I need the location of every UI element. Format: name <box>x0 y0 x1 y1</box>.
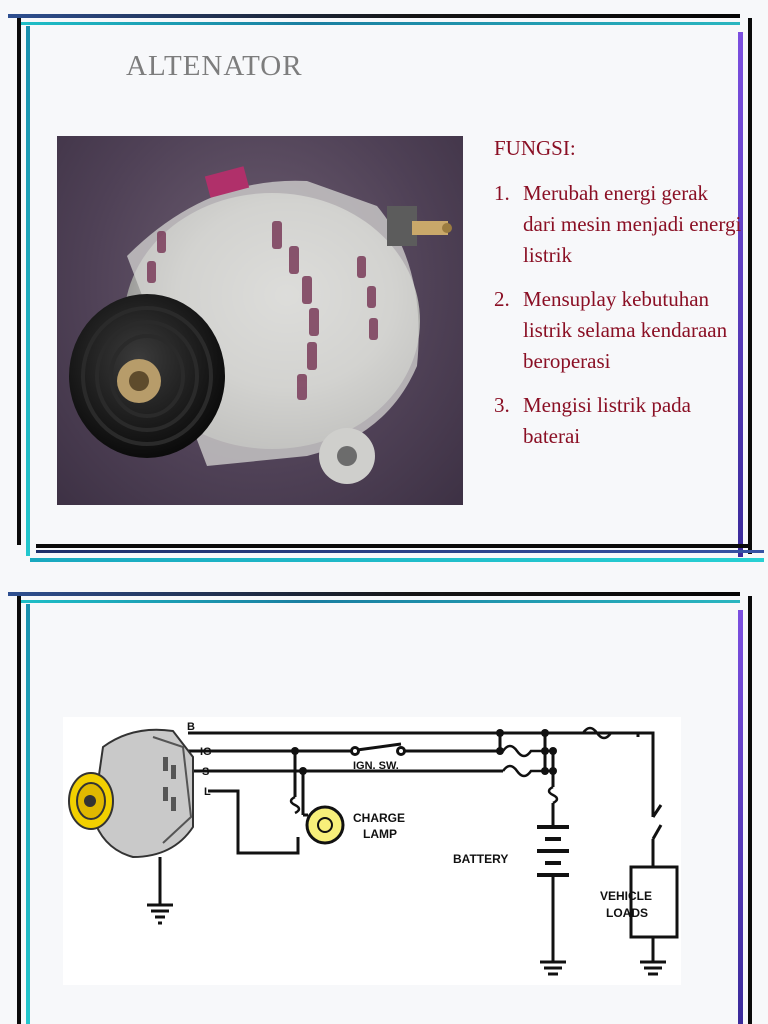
ign-sw-label: IGN. SW. <box>353 760 399 772</box>
list-item-number: 1. <box>494 181 510 205</box>
vehicle-label: VEHICLE <box>600 889 652 903</box>
battery-label: BATTERY <box>453 852 508 866</box>
slide1-frame-bottom-dark <box>36 544 748 548</box>
slide2-frame-left-teal <box>26 604 30 1024</box>
slide1-frame-bottom-teal <box>30 558 764 562</box>
terminal-ig-label: IG <box>200 746 212 758</box>
list-item-text: Mengisi listrik pada baterai <box>523 393 691 448</box>
alternator-image <box>69 166 452 484</box>
list-item: 3. Mengisi listrik pada baterai <box>494 390 744 452</box>
alternator-photo <box>57 136 463 505</box>
slide2-frame-top-dark <box>8 592 740 596</box>
lamp-label: LAMP <box>363 827 397 841</box>
slide1-frame-left-dark <box>17 18 21 545</box>
slide1-frame-right-dark <box>748 18 752 554</box>
slide1-frame-right-purple <box>738 32 743 557</box>
charging-circuit-diagram: B IG S L IGN. SW. CHARGE LAMP BATTERY VE… <box>63 717 681 985</box>
loads-label: LOADS <box>606 906 648 920</box>
list-item-text: Merubah energi gerak dari mesin menjadi … <box>523 181 742 267</box>
terminal-b-label: B <box>187 721 195 733</box>
alternator-icon <box>68 728 194 859</box>
slide2-frame-left-dark <box>17 596 21 1024</box>
list-item-number: 2. <box>494 287 510 311</box>
slide1-frame-bottom-navy <box>36 550 764 553</box>
slide-title: ALTENATOR <box>126 50 303 82</box>
slide2-frame-top-teal <box>18 600 740 603</box>
slide2-frame-right-purple <box>738 610 743 1024</box>
list-item: 1. Merubah energi gerak dari mesin menja… <box>494 178 744 271</box>
slide2-frame-right-dark <box>748 596 752 1024</box>
slide1-frame-left-teal <box>26 26 30 556</box>
list-item: 2. Mensuplay kebutuhan listrik selama ke… <box>494 284 744 377</box>
slide1-frame-top-dark <box>8 14 740 18</box>
list-item-number: 3. <box>494 393 510 417</box>
fungsi-heading: FUNGSI: <box>494 136 576 160</box>
terminal-l-label: L <box>204 786 211 798</box>
fungsi-list: 1. Merubah energi gerak dari mesin menja… <box>494 178 744 452</box>
fungsi-section: FUNGSI: 1. Merubah energi gerak dari mes… <box>494 133 744 465</box>
slide1-frame-top-teal <box>18 22 740 25</box>
circuit-svg: B IG S L IGN. SW. CHARGE LAMP BATTERY VE… <box>68 721 679 976</box>
terminal-s-label: S <box>202 766 209 778</box>
charge-label: CHARGE <box>353 811 405 825</box>
list-item-text: Mensuplay kebutuhan listrik selama kenda… <box>523 287 728 373</box>
